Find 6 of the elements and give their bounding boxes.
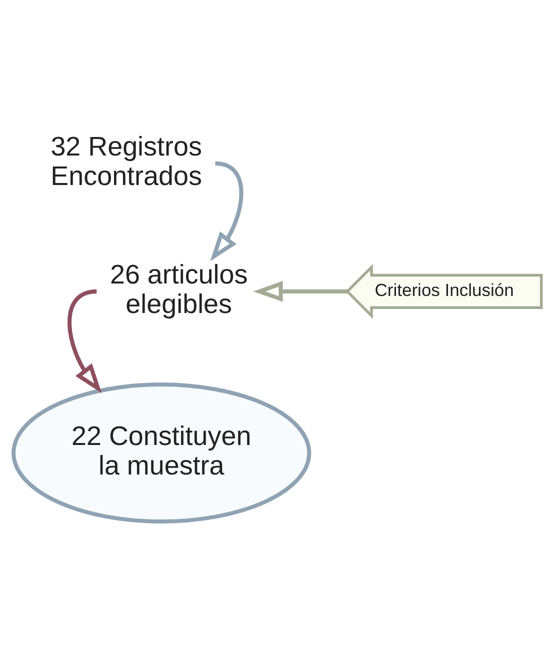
node-text: 26 articulos elegibles (110, 259, 248, 319)
arrow (68, 289, 102, 394)
arrow (253, 281, 348, 302)
node-text: 32 Registros Encontrados (50, 131, 202, 191)
arrow (210, 161, 244, 262)
node-ellipse: 22 Constituyen la muestra (12, 382, 312, 524)
